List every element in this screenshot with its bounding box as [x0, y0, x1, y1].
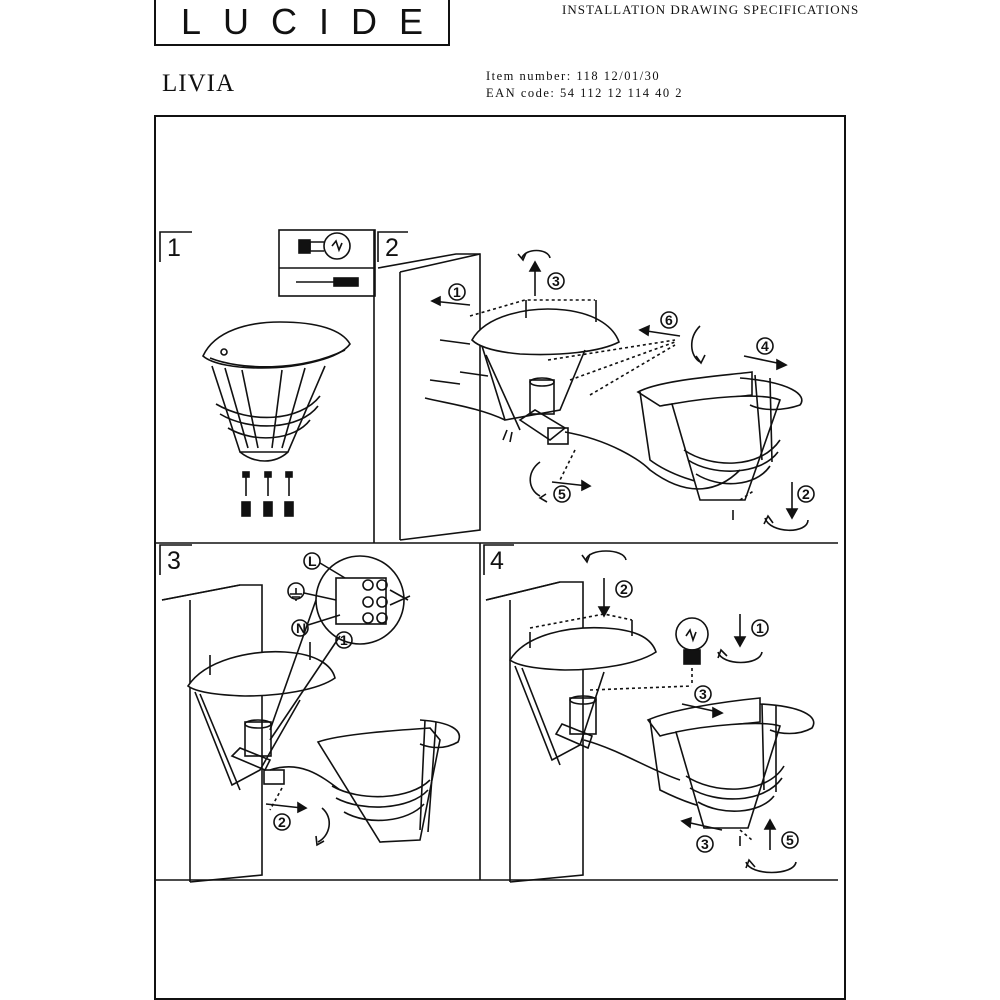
svg-text:2: 2 [802, 486, 810, 502]
panel-step-4: 4 2 1 [483, 544, 815, 883]
ean-code: EAN code: 54 112 12 114 40 2 [486, 86, 683, 100]
svg-text:4: 4 [761, 338, 769, 354]
svg-text:5: 5 [558, 486, 566, 502]
step-4-number: 4 [490, 547, 504, 575]
panel-step-2: 2 1 3 [377, 231, 815, 541]
screwdriver-icon [296, 277, 359, 287]
bulb-icon [298, 232, 351, 260]
product-name: LIVIA [162, 70, 236, 97]
wall-4 [485, 581, 584, 883]
screws-and-plugs [241, 471, 294, 517]
svg-text:3: 3 [699, 686, 707, 702]
svg-text:3: 3 [701, 836, 709, 852]
document-title: INSTALLATION DRAWING SPECIFICATIONS [562, 2, 860, 17]
svg-text:6: 6 [665, 312, 673, 328]
step-3-number: 3 [167, 547, 181, 575]
wall [377, 253, 481, 541]
item-number: Item number: 118 12/01/30 [486, 69, 661, 83]
svg-text:1: 1 [453, 284, 461, 300]
brand-logo-text: LUCIDE [180, 1, 446, 42]
product-meta: Item number: 118 12/01/30 EAN code: 54 1… [486, 68, 683, 102]
lamp-assembled [202, 321, 351, 462]
svg-text:L: L [308, 553, 317, 569]
svg-text:1: 1 [340, 632, 348, 648]
step-2-number: 2 [385, 234, 399, 262]
svg-text:2: 2 [620, 581, 628, 597]
panel-step-1: 1 [159, 229, 376, 517]
tools-box [278, 229, 376, 297]
svg-text:5: 5 [786, 832, 794, 848]
svg-text:3: 3 [552, 273, 560, 289]
svg-text:N: N [296, 620, 306, 636]
bulb-icon-step4 [675, 617, 709, 665]
svg-text:1: 1 [756, 620, 764, 636]
svg-text:2: 2 [278, 814, 286, 830]
drawing-frame [154, 115, 846, 1000]
panel-step-3: 3 L N 1 [159, 544, 461, 883]
brand-logo: LUCIDE [154, 0, 450, 46]
step-1-number: 1 [167, 234, 181, 262]
